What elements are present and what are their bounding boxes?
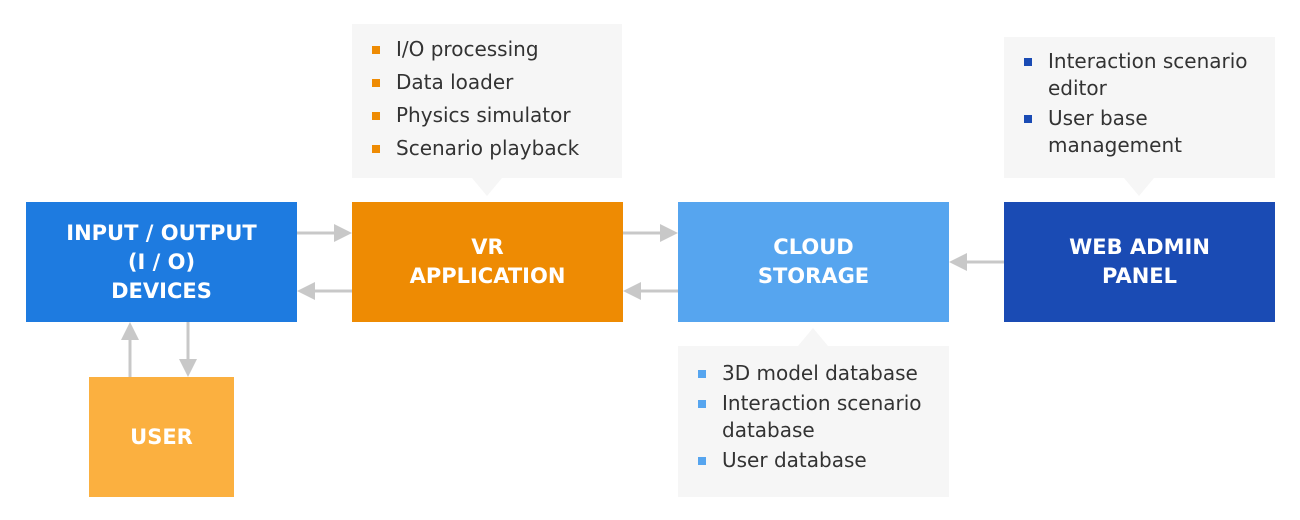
callout-vr-list: I/O processing Data loader Physics simul…: [366, 36, 608, 162]
node-user: USER: [89, 377, 234, 497]
callout-vr-item: Scenario playback: [366, 135, 608, 162]
callout-cloud-features: 3D model database Interaction scenario d…: [678, 346, 949, 497]
arrow-web-to-cloud: [949, 253, 1004, 271]
node-vr-line1: VR: [471, 235, 504, 259]
node-cloud-line1: CLOUD: [773, 235, 854, 259]
callout-vr-features: I/O processing Data loader Physics simul…: [352, 24, 622, 178]
arrow-cloud-to-vr: [623, 282, 678, 300]
callout-vr-item: Data loader: [366, 69, 608, 96]
callout-web-pointer: [1124, 178, 1154, 196]
node-web-admin-panel: WEB ADMIN PANEL: [1004, 202, 1275, 322]
arrow-user-to-io: [121, 322, 139, 377]
callout-cloud-item: Interaction scenario database: [692, 390, 935, 444]
node-io-line1: INPUT / OUTPUT: [66, 220, 257, 245]
callout-web-item: User base management: [1018, 105, 1261, 159]
node-cloud-line2: STORAGE: [757, 264, 870, 288]
callout-cloud-item: User database: [692, 447, 935, 474]
callout-cloud-item: 3D model database: [692, 360, 935, 387]
callout-vr-pointer: [472, 178, 502, 196]
callout-cloud-pointer: [798, 328, 828, 346]
node-vr-line2: APPLICATION: [409, 264, 566, 288]
callout-web-item: Interaction scenario editor: [1018, 48, 1261, 102]
node-cloud-storage: CLOUD STORAGE: [678, 202, 949, 322]
node-io-devices: INPUT / OUTPUT (I / O) DEVICES: [26, 202, 297, 322]
callout-web-features: Interaction scenario editor User base ma…: [1004, 37, 1275, 178]
arrow-io-to-vr: [297, 224, 352, 242]
node-web-line1: WEB ADMIN: [1069, 235, 1210, 259]
node-io-line3: DEVICES: [111, 278, 212, 303]
arrow-vr-to-cloud: [623, 224, 678, 242]
callout-vr-item: Physics simulator: [366, 102, 608, 129]
arrow-io-to-user: [179, 322, 197, 377]
node-web-line2: PANEL: [1101, 264, 1178, 288]
arrow-vr-to-io: [297, 282, 352, 300]
node-io-line2: (I / O): [127, 249, 196, 274]
callout-cloud-list: 3D model database Interaction scenario d…: [692, 360, 935, 474]
callout-vr-item: I/O processing: [366, 36, 608, 63]
node-vr-application: VR APPLICATION: [352, 202, 623, 322]
callout-web-list: Interaction scenario editor User base ma…: [1018, 48, 1261, 159]
node-user-line1: USER: [130, 424, 193, 449]
